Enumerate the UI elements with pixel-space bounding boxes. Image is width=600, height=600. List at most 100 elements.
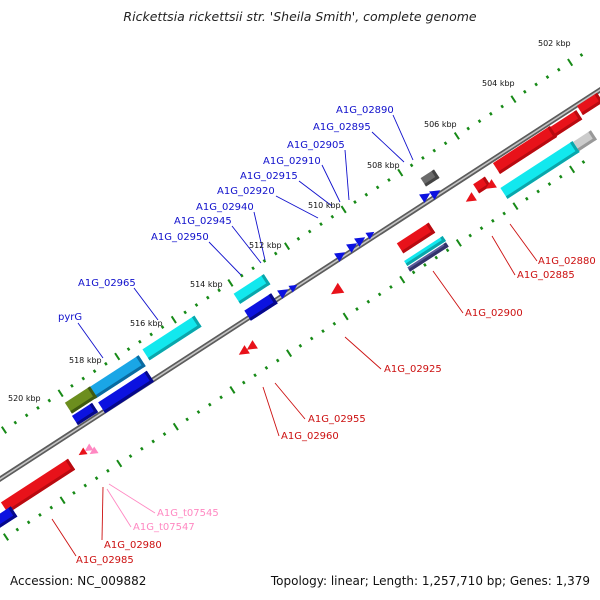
- upper-scale-tick: [330, 214, 335, 219]
- feature-cds-end: [594, 92, 600, 104]
- lower-scale-tick: [321, 329, 325, 334]
- lower-scale-tick: [332, 321, 337, 326]
- label-A1G_02950-leader: [208, 241, 242, 276]
- feature-misc-end: [431, 169, 440, 180]
- feature-misc: [420, 169, 440, 187]
- feature-cds-edge: [498, 134, 558, 174]
- feature-cyan-end: [191, 315, 202, 329]
- feature-cyan: [500, 141, 580, 199]
- feature-cds-end: [547, 126, 558, 139]
- feature-gene-arrow: [365, 231, 375, 240]
- lower-scale-tick: [502, 211, 506, 216]
- feature-cds-edge: [401, 230, 436, 254]
- lower-scale-tick: [524, 196, 529, 201]
- feature-cyan-body: [88, 355, 146, 399]
- scale-label: 510 kbp: [308, 201, 341, 210]
- feature-cyan: [142, 315, 202, 361]
- feature-cds-arrow: [330, 282, 345, 295]
- feature-cds: [396, 222, 436, 254]
- lower-scale-tick: [83, 483, 88, 488]
- upper-scale-tick: [387, 178, 391, 182]
- upper-scale-tick: [160, 325, 165, 329]
- label-A1G_02910: A1G_02910: [263, 156, 321, 167]
- feature-rrna: [64, 386, 98, 414]
- label-A1G_02985-leader: [51, 518, 77, 557]
- label-A1G_02960: A1G_02960: [281, 431, 339, 442]
- lower-scale-tick: [207, 402, 212, 407]
- feature-cds-edge: [6, 467, 76, 514]
- upper-scale-tick: [57, 389, 64, 398]
- upper-scale-tick: [251, 266, 255, 271]
- accession-text: Accession: NC_009882: [10, 574, 147, 588]
- feature-cds-arrow: [485, 179, 497, 189]
- lower-scale-tick: [49, 505, 54, 510]
- upper-scale-tick: [170, 315, 177, 324]
- feature-cyan-end: [261, 274, 271, 286]
- feature-gene-body: [98, 370, 154, 414]
- upper-scale-tick: [453, 131, 460, 140]
- label-A1G_02910-leader: [321, 164, 341, 203]
- upper-scale-tick: [489, 111, 493, 116]
- upper-scale-tick: [477, 119, 482, 124]
- lower-scale-tick: [106, 468, 110, 473]
- feature-gene: [98, 370, 154, 414]
- upper-scale-tick: [522, 89, 527, 94]
- feature-gene-arrow: [419, 193, 431, 203]
- feature-gene-edge: [76, 409, 99, 426]
- feature-cds: [0, 458, 76, 514]
- scale-label: 516 kbp: [130, 319, 163, 328]
- backbone-highlight: [0, 89, 600, 480]
- label-A1G_02980-leader: [101, 486, 104, 541]
- feature-cds-arrow: [78, 447, 88, 456]
- label-A1G_02905-leader: [344, 149, 350, 201]
- upper-scale-tick: [183, 310, 187, 315]
- label-A1G_02915: A1G_02915: [240, 171, 298, 182]
- upper-scale-tick: [47, 398, 52, 403]
- feature-misc-end: [588, 130, 597, 142]
- feature-gene-body: [244, 293, 278, 321]
- label-A1G_02945: A1G_02945: [174, 216, 232, 227]
- lower-scale-tick: [219, 395, 223, 400]
- feature-gene-arrow: [277, 289, 289, 299]
- feature-gene-end: [8, 506, 18, 519]
- lower-scale-tick: [229, 386, 236, 394]
- upper-scale-tick: [466, 126, 471, 131]
- feature-cds-body: [396, 222, 436, 254]
- lower-scale-tick: [389, 285, 393, 289]
- lower-scale-tick: [581, 160, 586, 164]
- upper-scale-tick: [227, 279, 234, 287]
- feature-gene-arrow: [429, 190, 441, 200]
- lower-scale-tick: [309, 336, 314, 341]
- genome-summary-text: Topology: linear; Length: 1,257,710 bp; …: [270, 574, 590, 588]
- feature-cyan-edge: [238, 281, 271, 304]
- scale-label: 512 kbp: [249, 241, 282, 250]
- upper-scale-tick: [114, 352, 121, 361]
- label-A1G_02885: A1G_02885: [517, 270, 575, 281]
- feature-misc: [407, 242, 449, 272]
- upper-scale-tick: [319, 222, 323, 227]
- feature-gene-arrow: [354, 237, 366, 247]
- feature-misc-edge: [408, 244, 449, 272]
- lower-scale-tick: [72, 490, 76, 495]
- feature-cds-edge: [552, 116, 583, 138]
- scale-label: 502 kbp: [538, 39, 571, 48]
- feature-cyan-body: [142, 315, 202, 361]
- feature-gene-arrow: [288, 284, 298, 293]
- upper-scale-tick: [92, 369, 97, 374]
- lower-scale-tick: [172, 422, 179, 431]
- upper-scale-tick: [364, 192, 369, 197]
- feature-cds-arrow: [246, 340, 258, 350]
- lower-scale-tick: [536, 189, 540, 194]
- feature-trna-arrow: [84, 443, 94, 452]
- lower-scale-tick: [298, 343, 303, 348]
- upper-scale-tick: [579, 53, 584, 57]
- upper-scale-tick: [534, 82, 538, 87]
- feature-cyan-edge: [405, 238, 446, 267]
- feature-cds-arrow: [465, 192, 477, 202]
- label-A1G_02980: A1G_02980: [104, 540, 162, 551]
- feature-trna-arrow: [89, 446, 99, 455]
- label-A1G_02985: A1G_02985: [76, 555, 134, 566]
- feature-gene-edge: [249, 300, 278, 321]
- upper-scale-tick: [409, 163, 414, 168]
